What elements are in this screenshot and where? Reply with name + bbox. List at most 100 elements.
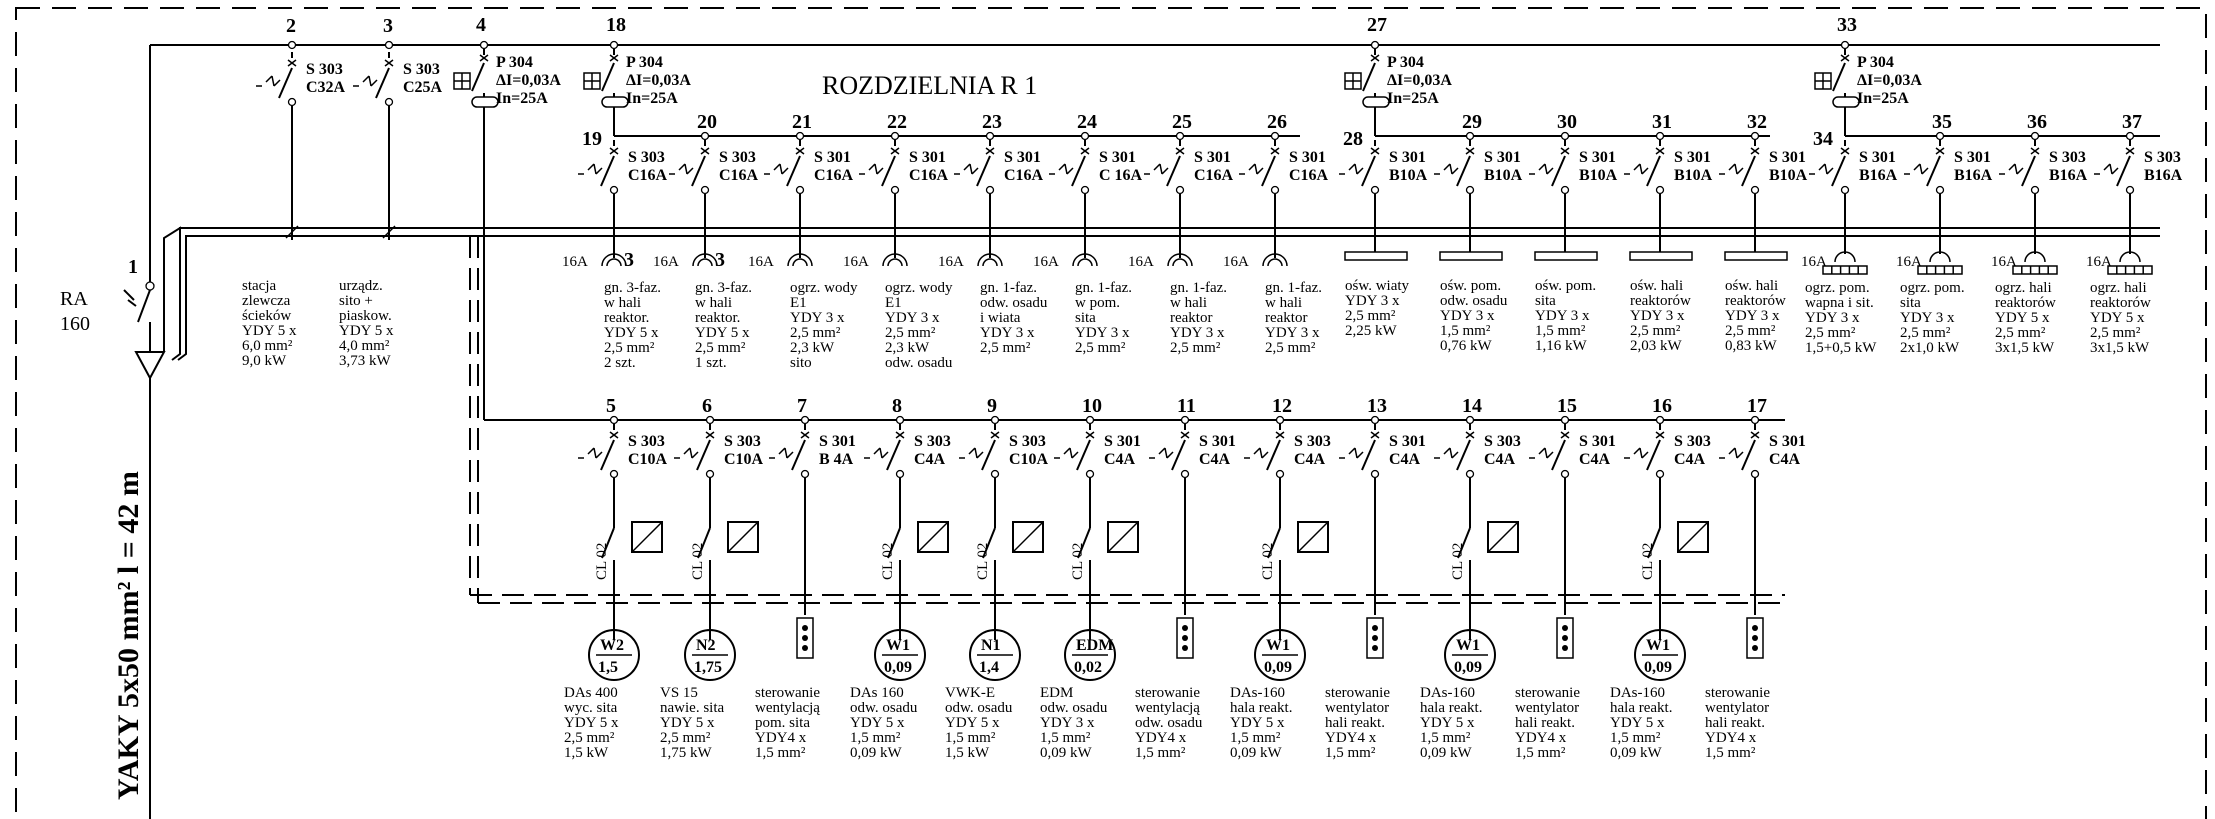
circuit-description: YDY 3 x (1040, 715, 1095, 731)
rcd-type: P 304 (1857, 54, 1894, 71)
breaker-rating: B16A (1954, 167, 1993, 184)
socket-rating: 16A (1033, 254, 1059, 270)
circuit-description: YDY 5 x (1420, 715, 1475, 731)
breaker-rating: C16A (1289, 167, 1329, 184)
contactor-label: CL 02 (880, 543, 896, 580)
breaker-rating: C16A (719, 167, 759, 184)
circuit-description: wentylator (1705, 700, 1769, 716)
breaker-type: S 303 (1484, 433, 1521, 450)
breaker-type: S 301 (1859, 149, 1896, 166)
circuit-description: 2,5 mm² (1630, 323, 1681, 339)
circuit-description: ścieków (242, 308, 291, 324)
heater-rating: 16A (2086, 254, 2112, 270)
circuit-description: 0,09 kW (850, 745, 903, 761)
breaker-type: S 301 (1199, 433, 1236, 450)
socket-phase: 3 (715, 249, 725, 271)
circuit-description: ośw. wiaty (1345, 278, 1410, 294)
rcd-rated-current: In=25A (1387, 90, 1439, 107)
motor-id: W1 (1266, 637, 1290, 654)
circuit-description: gn. 1-faz. (1265, 280, 1322, 296)
circuit-number: 25 (1172, 111, 1192, 133)
circuit-description: 2,5 mm² (604, 340, 655, 356)
heater-rating: 16A (1801, 254, 1827, 270)
circuit-description: sterowanie (1705, 685, 1770, 701)
circuit-description: 1,5 mm² (1325, 745, 1376, 761)
breaker-rating: C4A (1294, 451, 1326, 468)
circuit-number: 2 (286, 15, 296, 37)
circuit-description: 3x1,5 kW (2090, 340, 2150, 356)
circuit-description: wentylacją (755, 700, 820, 716)
circuit-description: YDY 3 x (1630, 308, 1685, 324)
circuit-description: sterowanie (1135, 685, 1200, 701)
rcd-sensitivity: ΔI=0,03A (496, 72, 561, 89)
circuit-description: 3,73 kW (339, 353, 392, 369)
circuit-description: odw. osadu (1040, 700, 1108, 716)
rcd-sensitivity: ΔI=0,03A (1857, 72, 1922, 89)
breaker-rating: C10A (724, 451, 764, 468)
circuit-description: gn. 1-faz. (980, 280, 1037, 296)
breaker-rating: B10A (1389, 167, 1428, 184)
heater-rating: 16A (1896, 254, 1922, 270)
motor-id: EDM (1076, 637, 1113, 654)
circuit-number: 16 (1652, 395, 1672, 417)
rcd-type: P 304 (496, 54, 533, 71)
circuit-number: 12 (1272, 395, 1292, 417)
circuit-description: sita (1535, 293, 1556, 309)
circuit-description: 2,5 mm² (1900, 325, 1951, 341)
breaker-type: S 301 (1099, 149, 1136, 166)
circuit-description: reaktorów (1630, 293, 1691, 309)
circuit-description: 2,5 mm² (1995, 325, 2046, 341)
ra-name: RA (60, 288, 88, 310)
circuit-description: YDY 5 x (242, 323, 297, 339)
circuit-number: 15 (1557, 395, 1577, 417)
rcd-number: 4 (476, 14, 486, 36)
circuit-number: 23 (982, 111, 1002, 133)
breaker-type: S 301 (909, 149, 946, 166)
circuit-description: 0,09 kW (1040, 745, 1093, 761)
circuit-description: YDY4 x (1705, 730, 1757, 746)
contactor-label: CL 02 (1640, 543, 1656, 580)
circuit-description: odw. osadu (1440, 293, 1508, 309)
main-cable-label: YAKY 5x50 mm² l = 42 m (112, 471, 145, 800)
motor-id: W1 (1456, 637, 1480, 654)
breaker-type: S 301 (819, 433, 856, 450)
circuit-description: 2,5 mm² (1345, 308, 1396, 324)
contactor-label: CL 02 (975, 543, 991, 580)
circuit-description: ośw. pom. (1535, 278, 1596, 294)
circuit-description: YDY 5 x (945, 715, 1000, 731)
breaker-rating: B10A (1579, 167, 1618, 184)
circuit-number: 20 (697, 111, 717, 133)
circuit-description: sita (1900, 295, 1921, 311)
circuit-description: sito + (339, 293, 373, 309)
circuit-description: ogrz. hali (2090, 280, 2147, 296)
breaker-type: S 301 (1954, 149, 1991, 166)
circuit-description: 1,5 mm² (755, 745, 806, 761)
motor-power: 0,09 (884, 659, 912, 676)
rcd-type: P 304 (1387, 54, 1424, 71)
socket-rating: 16A (843, 254, 869, 270)
circuit-description: w hali (1265, 295, 1302, 311)
circuit-description: YDY 3 x (1535, 308, 1590, 324)
circuit-description: 4,0 mm² (339, 338, 390, 354)
breaker-rating: C4A (914, 451, 946, 468)
circuit-number: 9 (987, 395, 997, 417)
drawing-border (15, 7, 2207, 819)
circuit-description: 6,0 mm² (242, 338, 293, 354)
rcd-sub-number: 19 (582, 128, 602, 150)
socket-rating: 16A (748, 254, 774, 270)
motor-power: 1,5 (598, 659, 618, 676)
circuit-description: ośw. hali (1725, 278, 1778, 294)
circuit-description: i wiata (980, 310, 1021, 326)
circuit-description: 1,5 mm² (1515, 745, 1566, 761)
